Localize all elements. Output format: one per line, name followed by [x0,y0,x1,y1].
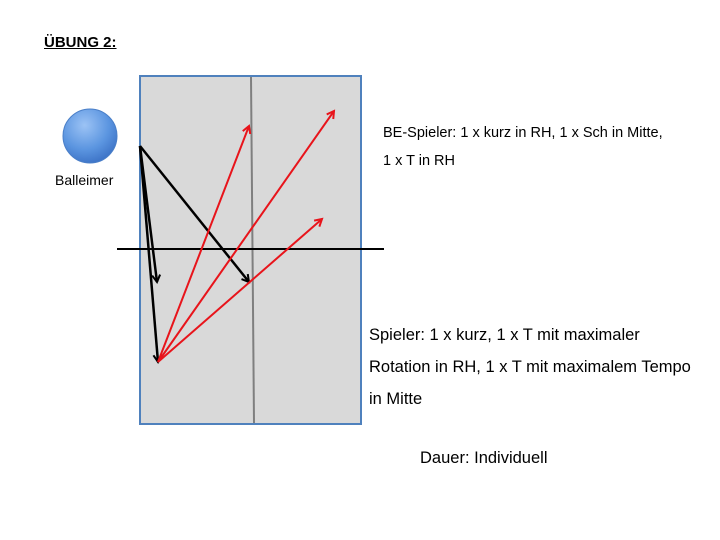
arrow-topspin-rotation-rh [157,111,334,363]
player-note: Spieler: 1 x kurz, 1 x T mit maximaler R… [369,326,691,408]
ball-bucket-icon [62,108,118,164]
ball-bucket-label: Balleimer [55,172,114,188]
be-player-note: BE-Spieler: 1 x kurz in RH, 1 x Sch in M… [383,125,663,169]
arrow-topspin-tempo-middle [157,219,322,363]
exercise-title: ÜBUNG 2: [44,34,117,51]
arrow-topspin-center [157,126,249,363]
player-arrows [157,111,334,363]
duration-note: Dauer: Individuell [420,449,548,467]
arrow-short-rh-2 [138,145,158,362]
